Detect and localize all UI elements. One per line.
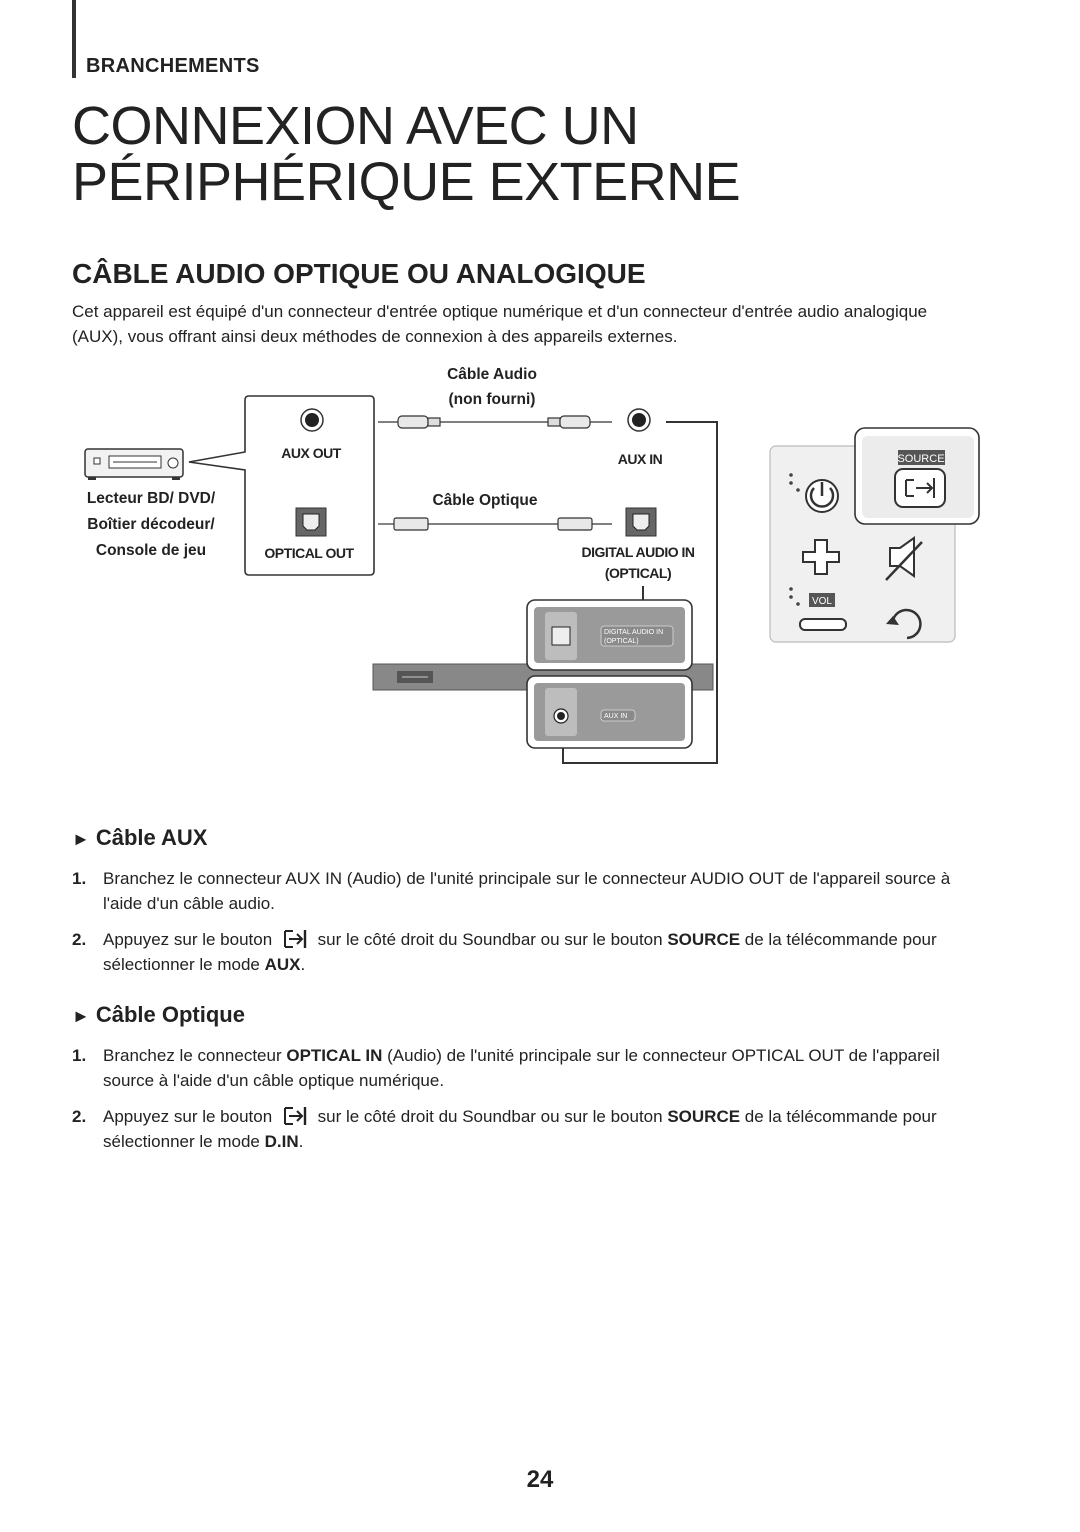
aux-heading: ►Câble AUX [72,825,207,851]
section-rule [72,0,76,78]
section-label: BRANCHEMENTS [86,55,260,77]
audio-cable-icon [378,415,612,429]
page-number: 24 [526,1466,554,1493]
soundbar-side-panel: VOL SOURCE [769,427,980,643]
optical-in-port-icon [625,507,657,537]
device-label-3: Console de jeu [96,542,206,559]
panel-aux-in-label: AUX IN [604,713,627,720]
aux-heading-text: Câble AUX [95,825,208,850]
panel-digital-label-2: (OPTICAL) [604,638,639,645]
aux-step-2-pre: Appuyez sur le bouton [103,930,273,949]
remote-vol-label: VOL [812,596,832,607]
optical-cable-label: Câble Optique [432,492,537,509]
aux-step-2-source: SOURCE [667,930,741,949]
aux-step-2-mid: sur le côté droit du Soundbar ou sur le … [317,930,663,949]
optical-step-2-mid: sur le côté droit du Soundbar ou sur le … [317,1107,663,1126]
optical-step-2-mode: D.IN [264,1132,299,1151]
optical-step-1-bold: OPTICAL IN [286,1046,383,1065]
aux-step-1-text: Branchez le connecteur AUX IN (Audio) de… [103,869,951,913]
optical-step-2-pre: Appuyez sur le bouton [103,1107,273,1126]
aux-in-panel: AUX IN [526,675,693,749]
source-device-icon [84,448,184,480]
aux-step-2-post: de la télécommande pour sélectionner le … [103,930,937,974]
optical-step-1-post: (Audio) de l'unité principale sur le con… [103,1046,940,1090]
digital-audio-in-label-1: DIGITAL AUDIO IN [581,544,694,560]
step-number: 2. [72,930,87,949]
digital-audio-in-panel: DIGITAL AUDIO IN (OPTICAL) [526,599,693,671]
aux-out-label: AUX OUT [281,445,341,461]
step-number: 1. [72,869,87,888]
aux-step-2-end: . [300,955,306,974]
device-label-2: Boîtier décodeur/ [87,516,215,533]
optical-step-2: 2. Appuyez sur le bouton sur le côté dro… [72,1104,972,1154]
volume-down-icon [799,618,847,631]
source-input-icon [283,930,307,948]
source-input-icon [283,1107,307,1125]
optical-heading-text: Câble Optique [95,1002,245,1027]
aux-step-2: 2. Appuyez sur le bouton sur le côté dro… [72,927,972,977]
optical-cable-icon [378,517,612,531]
mute-icon [885,536,923,581]
source-button-icon[interactable] [894,468,946,508]
arrow-icon: ► [72,829,90,849]
audio-cable-label-1: Câble Audio [447,366,537,383]
page-title: CONNEXION AVEC UN PÉRIPHÉRIQUE EXTERNE [72,96,741,212]
optical-step-1-pre: Branchez le connecteur [103,1046,282,1065]
aux-in-label: AUX IN [618,451,663,467]
power-icon [805,479,839,513]
repeat-icon [886,608,922,640]
panel-digital-label-1: DIGITAL AUDIO IN [604,629,663,636]
remote-source-label: SOURCE [897,453,944,465]
aux-step-1: 1. Branchez le connecteur AUX IN (Audio)… [72,866,972,916]
optical-heading: ►Câble Optique [72,1002,245,1028]
optical-step-1: 1. Branchez le connecteur OPTICAL IN (Au… [72,1043,972,1093]
optical-step-2-end: . [298,1132,304,1151]
intro-paragraph: Cet appareil est équipé d'un connecteur … [72,302,928,346]
optical-out-port-icon [295,507,327,537]
section-subtitle: CÂBLE AUDIO OPTIQUE OU ANALOGIQUE [72,258,646,289]
source-badge [898,450,945,465]
optical-step-2-source: SOURCE [667,1107,741,1126]
connection-diagram: AUX OUT OPTICAL OUT Lecteur BD/ DVD/ Boî… [84,366,980,764]
vol-badge [809,593,835,607]
optical-out-label: OPTICAL OUT [264,545,354,561]
device-label-1: Lecteur BD/ DVD/ [87,490,216,507]
step-number: 1. [72,1046,87,1065]
aux-steps: 1. Branchez le connecteur AUX IN (Audio)… [72,866,972,988]
aux-step-2-mode: AUX [264,955,301,974]
optical-step-2-post: de la télécommande pour sélectionner le … [103,1107,937,1151]
audio-cable-label-2: (non fourni) [449,391,536,408]
step-number: 2. [72,1107,87,1126]
digital-audio-in-label-2: (OPTICAL) [605,565,671,581]
arrow-icon: ► [72,1006,90,1026]
optical-steps: 1. Branchez le connecteur OPTICAL IN (Au… [72,1043,972,1165]
volume-up-icon [802,539,840,575]
